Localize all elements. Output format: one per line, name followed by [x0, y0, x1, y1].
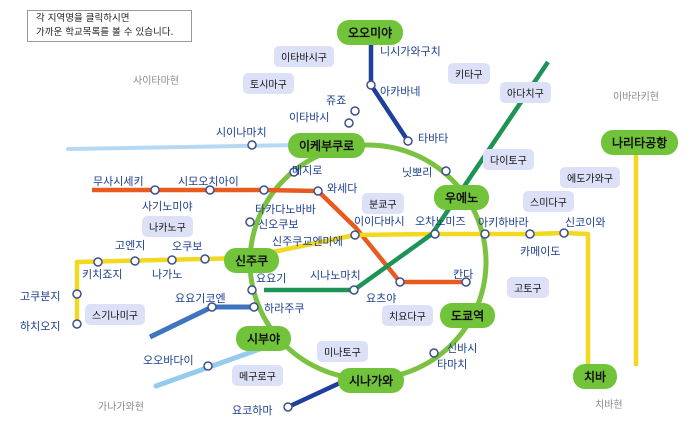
station-nakano[interactable]: 나가노	[152, 268, 183, 281]
ward-koto[interactable]: 고토구	[507, 277, 549, 298]
station-shiinamachi[interactable]: 시이나마치	[216, 126, 267, 139]
station-waseda[interactable]: 와세다	[327, 182, 358, 195]
station-shinokubo[interactable]: 신오쿠보	[258, 218, 299, 231]
hub-tokyo[interactable]: 도쿄역	[440, 303, 496, 328]
ward-itabashi[interactable]: 이타바시구	[274, 46, 334, 67]
station-hachioji[interactable]: 하치오지	[20, 320, 61, 333]
station-kameido[interactable]: 카메이도	[520, 245, 561, 258]
station-shinjukugyoenmae[interactable]: 신주쿠교엔마에	[272, 235, 343, 248]
ward-sumida[interactable]: 스미다구	[523, 191, 574, 212]
notice-line-2: 가까운 학교목록를 볼 수 있습니다.	[36, 27, 174, 38]
station-musashisakai[interactable]: 무사시세키	[93, 175, 144, 188]
station-shinanomachi[interactable]: 시나노마치	[310, 269, 361, 282]
ward-meguro[interactable]: 메구로구	[232, 365, 283, 386]
station-yoyogi[interactable]: 요요기	[256, 272, 287, 285]
station-jujo[interactable]: 쥬죠	[326, 94, 347, 107]
station-koenji[interactable]: 고엔지	[115, 239, 146, 252]
station-iidabashi[interactable]: 이이다바시	[354, 215, 405, 228]
prefecture-kanagawa: 가나가와현	[98, 402, 144, 413]
rapid-line	[66, 143, 302, 151]
station-mejiro[interactable]: 메지로	[292, 164, 323, 177]
station-ogikubo[interactable]: 오쿠보	[172, 240, 203, 253]
station-yoyogikoen[interactable]: 요요기코엔	[175, 292, 226, 305]
station-tamachi[interactable]: 타마치	[437, 358, 468, 371]
station-sakaiminoru[interactable]: 사기노미야	[142, 200, 193, 213]
station-nippori[interactable]: 닛뽀리	[402, 166, 433, 179]
station-nishikawaguchi[interactable]: 니시가와구치	[380, 45, 441, 58]
hub-shinagawa[interactable]: 시나가와	[338, 368, 405, 393]
station-kokubunji[interactable]: 고쿠분지	[20, 290, 61, 303]
ward-adachi[interactable]: 아다치구	[500, 82, 551, 103]
hub-chiba[interactable]: 치바	[573, 364, 618, 389]
ward-toshima[interactable]: 토시마구	[243, 73, 294, 94]
instruction-notice: 각 지역명을 클릭하시면 가까운 학교목록를 볼 수 있습니다.	[27, 10, 192, 42]
station-dots	[72, 80, 569, 412]
ward-nakano[interactable]: 나카노구	[142, 216, 193, 237]
ward-chiyoda[interactable]: 치요다구	[382, 305, 433, 326]
station-ohashi[interactable]: 오오바다이	[143, 354, 194, 367]
ward-taito[interactable]: 다이토구	[483, 149, 534, 170]
station-harajuku[interactable]: 하라주쿠	[264, 302, 305, 315]
station-ochanomizu[interactable]: 오차노미즈	[415, 215, 466, 228]
prefecture-ibaraki: 이바라키현	[613, 92, 659, 103]
station-yokohama[interactable]: 요코하마	[232, 404, 273, 417]
ward-bunkyo[interactable]: 분쿄구	[362, 193, 404, 214]
hibiya-line	[264, 60, 550, 293]
hub-ikebukuro[interactable]: 이케부쿠로	[288, 133, 366, 158]
hub-shibuya[interactable]: 시부야	[236, 326, 292, 351]
ward-edogawa[interactable]: 에도가와구	[560, 167, 620, 188]
station-takadanobaba[interactable]: 타카다노바바	[255, 203, 316, 216]
station-shimoochiai[interactable]: 시모오치아이	[178, 175, 239, 188]
station-shimbashi[interactable]: 신바시	[447, 342, 478, 355]
hub-omiya[interactable]: 오오미야	[337, 20, 404, 45]
ward-minato[interactable]: 미나토구	[317, 341, 368, 362]
notice-line-1: 각 지역명을 클릭하시면	[36, 13, 130, 24]
hub-narita[interactable]: 나리타공항	[601, 130, 679, 155]
station-yotsuya[interactable]: 요츠야	[366, 292, 397, 305]
station-shinkoiwa[interactable]: 신코이와	[565, 216, 606, 229]
station-kanda[interactable]: 칸다	[453, 268, 474, 281]
ward-suginami[interactable]: 스기나미구	[85, 304, 145, 325]
station-itabashi[interactable]: 이타바시	[289, 111, 330, 124]
prefecture-saitama: 사이타마현	[133, 76, 179, 87]
prefecture-chiba: 치바현	[595, 400, 623, 411]
station-kichijoji[interactable]: 키치죠지	[82, 268, 123, 281]
station-akihabara[interactable]: 아키하바라	[478, 216, 529, 229]
ward-kita[interactable]: 키타구	[448, 63, 490, 84]
hub-ueno[interactable]: 우에노	[434, 185, 490, 210]
station-tabata[interactable]: 타바타	[418, 132, 449, 145]
station-akabane[interactable]: 아카바네	[380, 85, 421, 98]
chuo-line	[92, 187, 470, 285]
hub-shinjuku[interactable]: 신주쿠	[224, 248, 280, 273]
